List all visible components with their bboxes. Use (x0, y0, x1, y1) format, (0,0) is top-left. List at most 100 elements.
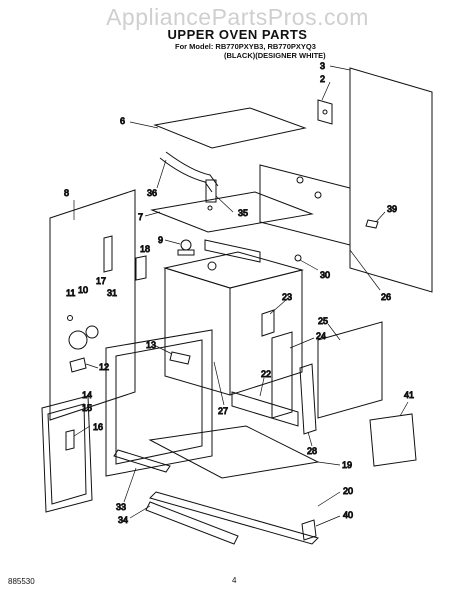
oven-cavity-front (164, 267, 231, 396)
callout-23: 23 (282, 292, 292, 302)
leader-line-20 (317, 491, 341, 507)
oven-door-frame-inner (115, 339, 203, 465)
model-line-1: For Model: RB770PXYB3, RB770PXYQ3 (175, 42, 316, 51)
leader-line-39 (375, 211, 386, 223)
leader-line-13 (155, 345, 173, 355)
leader-line-3 (329, 65, 351, 71)
watermark-text: AppliancePartsPros.com (106, 4, 369, 30)
part-20-strip (149, 491, 319, 545)
callout-36: 36 (147, 188, 157, 198)
callout-35: 35 (238, 208, 248, 218)
leader-line-40 (315, 515, 341, 527)
leader-line-24 (289, 337, 315, 349)
part-10-light-socket (68, 330, 88, 350)
callout-31: 31 (107, 288, 117, 298)
callout-41: 41 (404, 390, 414, 400)
callout-3: 3 (320, 61, 325, 71)
part-7-top-plate (150, 191, 314, 233)
part-16-clip (65, 429, 75, 451)
callout-39: 39 (387, 204, 397, 214)
part-13-clip (169, 351, 191, 365)
callout-26: 26 (381, 292, 391, 302)
part-rear-panel (259, 164, 351, 246)
callout-27: 27 (218, 406, 228, 416)
leader-line-2 (321, 81, 331, 101)
oven-cavity-side (229, 269, 303, 396)
part-34-strip (145, 501, 239, 545)
part-17-bracket (103, 235, 113, 273)
part-15-gasket (41, 395, 93, 513)
callout-8: 8 (64, 188, 69, 198)
part-36-duct-tube (165, 151, 219, 187)
part-10-light-lens (85, 325, 99, 339)
part-25-front-panel (317, 321, 383, 419)
part-30-grommet (294, 254, 302, 262)
page-number: 4 (232, 576, 237, 585)
callout-30: 30 (320, 270, 330, 280)
part-39-screw (365, 219, 379, 229)
leader-line-12 (85, 363, 99, 369)
part-2-bracket (317, 99, 333, 125)
callout-2: 2 (320, 74, 325, 84)
callout-19: 19 (342, 460, 352, 470)
leader-line-23 (269, 299, 287, 315)
part-33-rail (113, 449, 171, 473)
leader-line-33 (123, 467, 137, 503)
leader-line-7 (144, 211, 161, 217)
rear-panel-hole (314, 191, 322, 199)
leader-line-22 (259, 377, 265, 397)
leader-line-36 (156, 159, 167, 189)
part-22-angle-strip (231, 391, 299, 427)
callout-40: 40 (343, 510, 353, 520)
leader-line-19 (317, 461, 341, 466)
part-23-plate (261, 309, 275, 337)
part-36-duct-tube (159, 157, 213, 193)
callout-20: 20 (343, 486, 353, 496)
callout-24: 24 (316, 331, 326, 341)
leader-line-34 (129, 505, 151, 519)
callout-16: 16 (93, 422, 103, 432)
callout-33: 33 (116, 502, 126, 512)
leader-line-30 (299, 259, 319, 271)
callout-17: 17 (96, 276, 106, 286)
part-24-channel (271, 331, 293, 419)
callout-11: 11 (66, 288, 75, 298)
leader-line-6 (129, 121, 159, 129)
part-41-bracket (369, 413, 417, 467)
part-2-hole (322, 109, 328, 115)
callout-28: 28 (307, 446, 317, 456)
callout-22: 22 (261, 369, 271, 379)
callout-15: 15 (82, 403, 92, 413)
part-12-bulb (69, 357, 87, 373)
callout-6: 6 (120, 116, 125, 126)
part-18-clip (135, 255, 147, 281)
rear-panel-hole (296, 176, 304, 184)
leader-line-27 (213, 361, 225, 406)
callout-18: 18 (140, 244, 150, 254)
diagram-title: UPPER OVEN PARTS (167, 27, 308, 42)
document-number: 885530 (8, 577, 35, 586)
part-bracket-strip (204, 239, 261, 263)
leader-line-35 (215, 195, 234, 213)
leader-line-26 (349, 249, 381, 291)
part-9-sensor-base (177, 249, 195, 256)
callout-7: 7 (138, 212, 143, 222)
leader-line-16 (73, 425, 91, 437)
plate-hole (207, 205, 213, 211)
leader-line-28 (307, 431, 313, 447)
callout-10: 10 (78, 285, 88, 295)
cavity-vent (207, 261, 217, 271)
oven-cavity-top (163, 251, 304, 289)
callout-25: 25 (318, 316, 328, 326)
part-28-hinge (299, 363, 317, 435)
callout-34: 34 (118, 515, 128, 525)
leader-line-25 (327, 323, 341, 341)
part-35-duct-elbow (205, 179, 217, 203)
part-15-gasket-inner (47, 403, 87, 505)
part-3-side-panel (349, 67, 433, 293)
part-9-sensor (180, 239, 192, 251)
oven-door-frame (105, 329, 213, 477)
part-6-top-panel (153, 107, 307, 149)
